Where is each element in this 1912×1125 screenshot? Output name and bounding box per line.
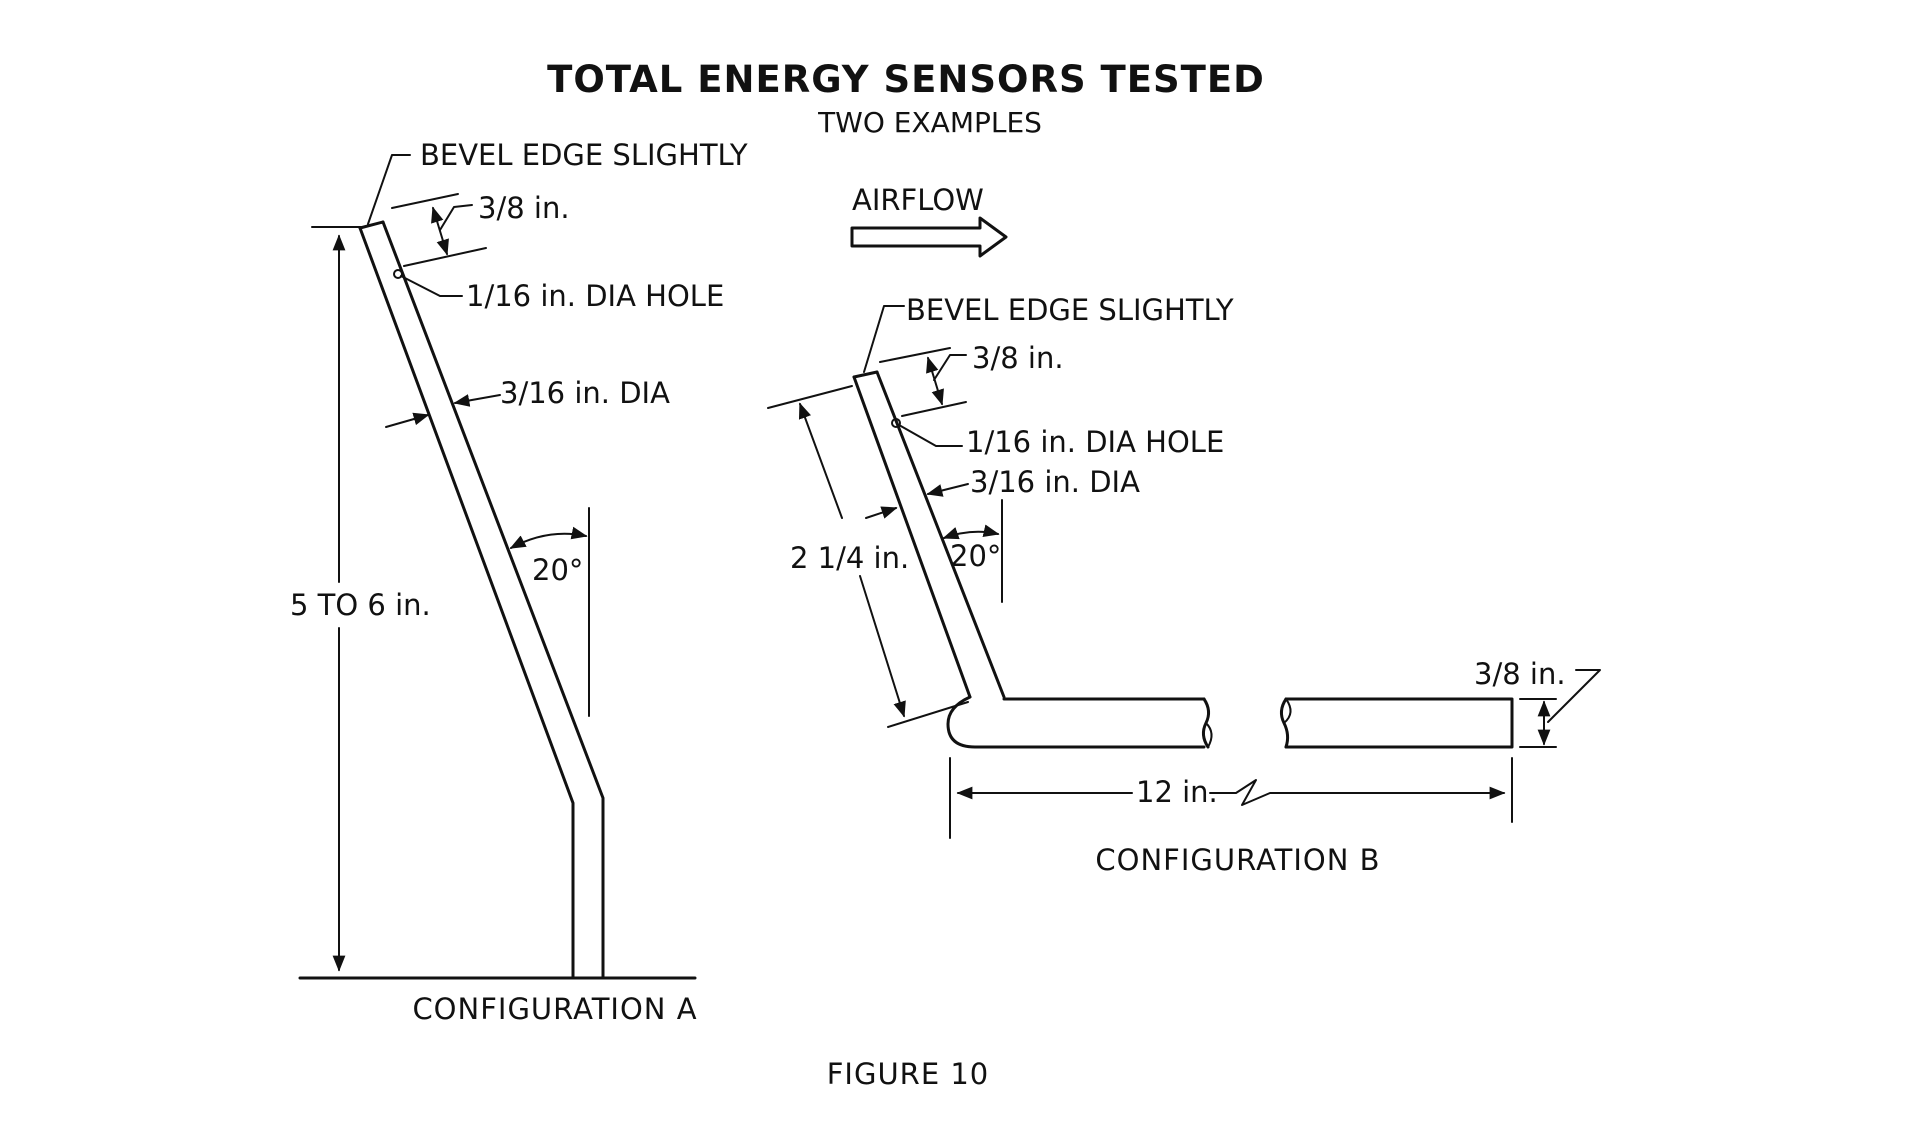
config-a-hole-offset-label: 3/8 in.: [478, 191, 570, 225]
figure-label: FIGURE 10: [827, 1057, 990, 1091]
config-a-hole-icon: [393, 269, 403, 279]
config-a-hole-label: 1/16 in. DIA HOLE: [466, 279, 724, 313]
config-b-angle-dimension: [942, 499, 1003, 603]
config-a-caption: CONFIGURATION A: [412, 992, 697, 1026]
config-a-dia-arrows: [385, 394, 501, 428]
config-a-hole-leader: [400, 275, 463, 297]
airflow-label: AIRFLOW: [852, 183, 984, 217]
config-a-height-dimension: [311, 226, 363, 972]
figure-title: TOTAL ENERGY SENSORS TESTED: [547, 58, 1265, 101]
config-b-caption: CONFIGURATION B: [1095, 843, 1380, 877]
config-a-probe: [358, 220, 605, 980]
config-b-dia-arrows: [865, 483, 969, 519]
config-b-bevel-leader: [863, 305, 905, 373]
config-a-bevel-label: BEVEL EDGE SLIGHTLY: [420, 138, 748, 172]
config-a-hole-offset-dimension: [391, 193, 487, 267]
config-b-leg-label: 2 1/4 in.: [790, 541, 909, 575]
config-b-hole-icon: [891, 418, 901, 428]
config-b-dia-label: 3/16 in. DIA: [970, 465, 1140, 499]
config-a-height-label: 5 TO 6 in.: [290, 588, 431, 622]
config-a-dia-label: 3/16 in. DIA: [500, 376, 670, 410]
config-a-angle-dimension: [509, 507, 590, 717]
config-b-bevel-label: BEVEL EDGE SLIGHTLY: [906, 293, 1234, 327]
config-b-angle-label: 20°: [950, 539, 1001, 573]
config-b-hole-leader: [898, 424, 963, 447]
config-b-probe: [852, 370, 1514, 749]
config-b-leg-dimension: [767, 385, 969, 728]
config-b-hole-offset-dimension: [879, 347, 967, 417]
config-a-bevel-leader: [367, 154, 411, 225]
config-a-angle-label: 20°: [532, 553, 583, 587]
config-b-length-dimension: [949, 757, 1513, 839]
figure-subtitle: TWO EXAMPLES: [817, 106, 1042, 139]
config-b-length-label: 12 in.: [1136, 775, 1218, 809]
config-b-hole-label: 1/16 in. DIA HOLE: [966, 425, 1224, 459]
config-b-base-dia-dimension: [1519, 669, 1601, 748]
config-b-hole-offset-label: 3/8 in.: [972, 341, 1064, 375]
config-b-base-dia-label: 3/8 in.: [1474, 657, 1566, 691]
airflow-arrow-icon: [850, 216, 1008, 258]
